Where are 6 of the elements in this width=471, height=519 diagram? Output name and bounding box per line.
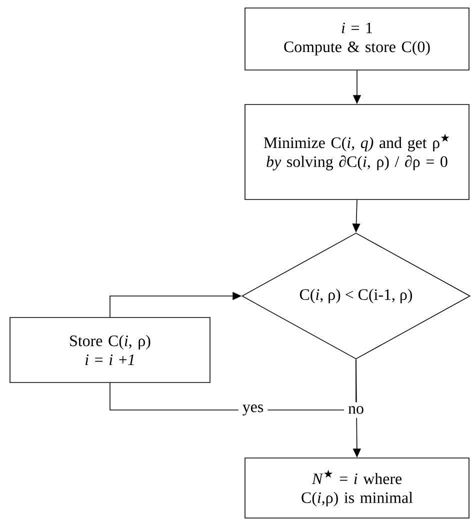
process-box: Minimize C(i, q) and get ρ$^{★}$ by solving ∂C(i, ρ) / ∂ρ = 0 <box>244 104 470 200</box>
process-box: i = 1 Compute & store C(0) <box>244 8 470 70</box>
edge-label: yes <box>238 400 268 420</box>
process-box: N$^{★}$ = i where C(i,ρ) is minimal <box>244 458 470 518</box>
edge-label: no <box>344 402 368 418</box>
process-box: Store C(i, ρ) i = i +1 <box>10 317 210 383</box>
